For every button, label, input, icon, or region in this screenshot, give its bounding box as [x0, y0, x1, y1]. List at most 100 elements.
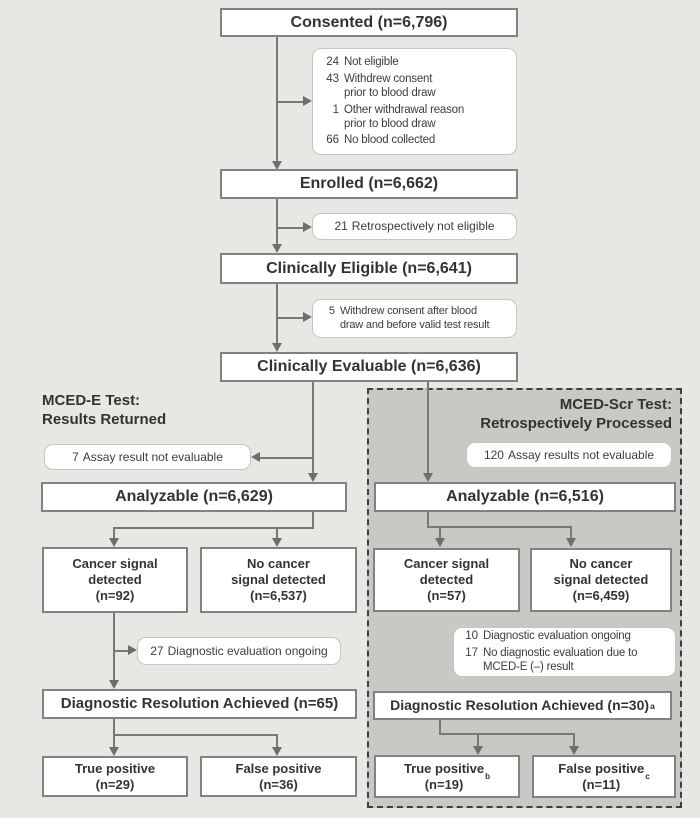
flow-arrowhead: [569, 746, 579, 755]
node-false-positive-mced-scr: False positive (n=11)c: [532, 755, 676, 798]
exclusion-row: 10 Diagnostic evaluation ongoing: [462, 629, 667, 643]
flow-line: [427, 526, 572, 528]
header-mced-scr-test: MCED-Scr Test: Retrospectively Processed: [480, 396, 672, 432]
note-assay-not-evaluable-mced-scr: 120 Assay results not evaluable: [466, 442, 672, 468]
node-analyzable-mced-scr: Analyzable (n=6,516): [374, 482, 676, 512]
node-analyzable-mced-e: Analyzable (n=6,629): [41, 482, 347, 512]
exclusion-reason: No blood collected: [344, 134, 436, 147]
flow-arrowhead: [109, 680, 119, 689]
exclusion-reason: Not eligible: [344, 56, 399, 69]
flow-arrowhead: [272, 538, 282, 547]
exclusion-count: 43: [326, 72, 339, 85]
node-consented: Consented (n=6,796): [220, 8, 518, 37]
flow-line: [113, 527, 115, 538]
flow-line: [312, 512, 314, 529]
flow-line: [114, 650, 128, 652]
flow-arrowhead: [473, 746, 483, 755]
exclusion-count: 1: [332, 103, 339, 116]
exclusion-reason: Diagnostic evaluation ongoing: [483, 630, 631, 643]
node-no-cancer-signal-mced-e: No cancer signal detected (n=6,537): [200, 547, 357, 613]
exclusion-reason: Retrospectively not eligible: [351, 219, 495, 233]
exclusion-count: 10: [465, 630, 478, 643]
flow-arrowhead: [303, 96, 312, 106]
flow-line: [477, 733, 479, 746]
flow-arrowhead: [566, 538, 576, 547]
exclusion-reason: Assay result not evaluable: [82, 449, 223, 464]
flow-line: [276, 37, 278, 161]
node-label: Diagnostic Resolution Achieved (n=30): [390, 696, 650, 713]
flow-arrowhead: [435, 538, 445, 547]
exclusion-reason: Assay results not evaluable: [507, 447, 655, 462]
flow-arrowhead: [272, 161, 282, 170]
flow-arrowhead: [251, 452, 260, 462]
flow-line: [439, 733, 575, 735]
flow-line: [276, 734, 278, 747]
flow-line: [277, 101, 304, 103]
flow-line: [276, 284, 278, 343]
exclusion-count: 17: [465, 646, 478, 659]
flow-line: [277, 227, 304, 229]
flow-line: [260, 457, 313, 459]
exclusion-count: 5: [328, 304, 335, 317]
exclusion-reason: Withdrew consent prior to blood draw: [344, 72, 436, 100]
flow-line: [113, 734, 278, 736]
exclusion-reason: Diagnostic evaluation ongoing: [167, 643, 328, 658]
exclusion-row: 1 Other withdrawal reason prior to blood…: [321, 103, 508, 132]
flow-arrowhead: [109, 538, 119, 547]
node-true-positive-mced-e: True positive (n=29): [42, 756, 188, 797]
flow-arrowhead: [272, 747, 282, 756]
node-diagnostic-resolution-mced-e: Diagnostic Resolution Achieved (n=65): [42, 689, 357, 719]
node-enrolled: Enrolled (n=6,662): [220, 169, 518, 199]
flow-arrowhead: [272, 244, 282, 253]
flow-line: [113, 734, 115, 747]
exclusion-row: 66 No blood collected: [321, 133, 508, 147]
note-retrospectively-not-eligible: 21 Retrospectively not eligible: [312, 213, 517, 240]
flow-line: [113, 719, 115, 736]
node-label: True positive (n=19): [403, 760, 485, 792]
exclusion-row: 5 Withdrew consent after blood draw and …: [321, 305, 508, 333]
flow-arrowhead: [303, 312, 312, 322]
note-exclusions-post-consent: 24 Not eligible 43 Withdrew consent prio…: [312, 48, 517, 155]
exclusion-count: 66: [326, 134, 339, 147]
flow-arrowhead: [272, 343, 282, 352]
exclusion-reason: Withdrew consent after blood draw and be…: [340, 304, 490, 331]
flow-line: [570, 526, 572, 538]
flow-line: [113, 613, 115, 680]
node-clinically-evaluable: Clinically Evaluable (n=6,636): [220, 352, 518, 382]
exclusion-reason: Other withdrawal reason prior to blood d…: [344, 103, 465, 130]
flow-line: [312, 382, 314, 473]
flow-line: [113, 527, 314, 529]
exclusion-row: 43 Withdrew consent prior to blood draw: [321, 72, 508, 101]
note-diagnostic-ongoing-mced-e: 27 Diagnostic evaluation ongoing: [137, 637, 341, 665]
flow-line: [277, 317, 304, 319]
note-withdrew-after-blood-draw: 5 Withdrew consent after blood draw and …: [312, 299, 517, 338]
node-false-positive-mced-e: False positive (n=36): [200, 756, 357, 797]
flow-arrowhead: [303, 222, 312, 232]
node-cancer-signal-detected-mced-e: Cancer signal detected (n=92): [42, 547, 188, 613]
exclusion-count: 21: [334, 219, 348, 233]
node-clinically-eligible: Clinically Eligible (n=6,641): [220, 253, 518, 284]
flow-line: [439, 720, 441, 735]
node-label: False positive (n=11): [558, 760, 645, 792]
flow-line: [276, 527, 278, 538]
flow-arrowhead: [128, 645, 137, 655]
exclusion-row: 24 Not eligible: [321, 55, 508, 69]
flow-arrowhead: [308, 473, 318, 482]
flow-line: [573, 733, 575, 746]
exclusion-count: 120: [483, 447, 504, 462]
flow-arrowhead: [423, 473, 433, 482]
exclusion-count: 27: [150, 643, 164, 658]
exclusion-count: 7: [72, 449, 79, 464]
flow-line: [427, 382, 429, 473]
note-assay-not-evaluable-mced-e: 7 Assay result not evaluable: [44, 444, 251, 470]
node-diagnostic-resolution-mced-scr: Diagnostic Resolution Achieved (n=30)a: [373, 691, 672, 720]
node-true-positive-mced-scr: True positive (n=19)b: [374, 755, 520, 798]
flow-line: [439, 526, 441, 538]
flow-line: [427, 512, 429, 528]
header-mced-e-test: MCED-E Test: Results Returned: [42, 392, 167, 428]
node-no-cancer-signal-mced-scr: No cancer signal detected (n=6,459): [530, 548, 672, 612]
note-diagnostic-ongoing-mced-scr: 10 Diagnostic evaluation ongoing 17 No d…: [453, 627, 676, 677]
exclusion-row: 17 No diagnostic evaluation due to MCED-…: [462, 646, 667, 675]
flow-arrowhead: [109, 747, 119, 756]
